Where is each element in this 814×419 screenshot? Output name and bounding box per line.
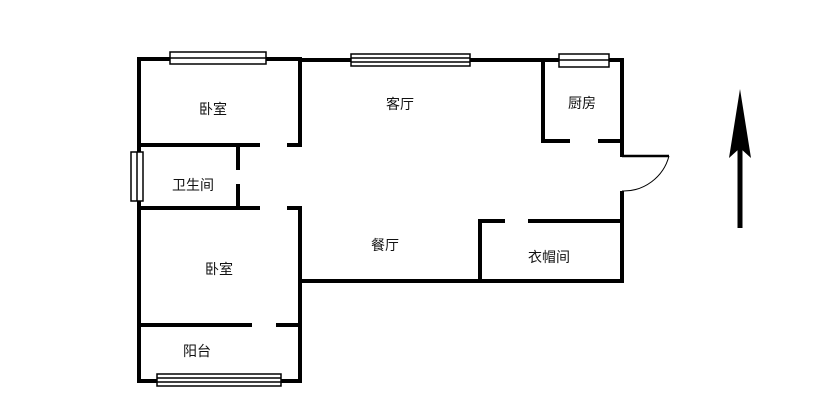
window-living (350, 53, 471, 67)
kitchen-wall (541, 58, 624, 143)
room-label-walk-in-closet: 衣帽间 (528, 250, 570, 266)
window-bathroom (130, 151, 144, 202)
window-bedroom-1 (169, 51, 267, 65)
room-label-bedroom-2: 卧室 (205, 262, 233, 278)
entry-door (621, 154, 670, 192)
window-kitchen (558, 53, 610, 68)
windows (130, 51, 610, 387)
room-label-living-room: 客厅 (386, 97, 414, 113)
room-label-kitchen: 厨房 (568, 96, 596, 112)
room-label-dining-room: 餐厅 (371, 238, 399, 254)
room-label-balcony: 阳台 (183, 344, 211, 360)
closet-wall (478, 219, 624, 283)
room-label-bathroom: 卫生间 (172, 178, 214, 194)
window-balcony (156, 373, 282, 387)
room-label-bedroom-1: 卧室 (199, 102, 227, 118)
north-arrow-icon (729, 89, 751, 228)
